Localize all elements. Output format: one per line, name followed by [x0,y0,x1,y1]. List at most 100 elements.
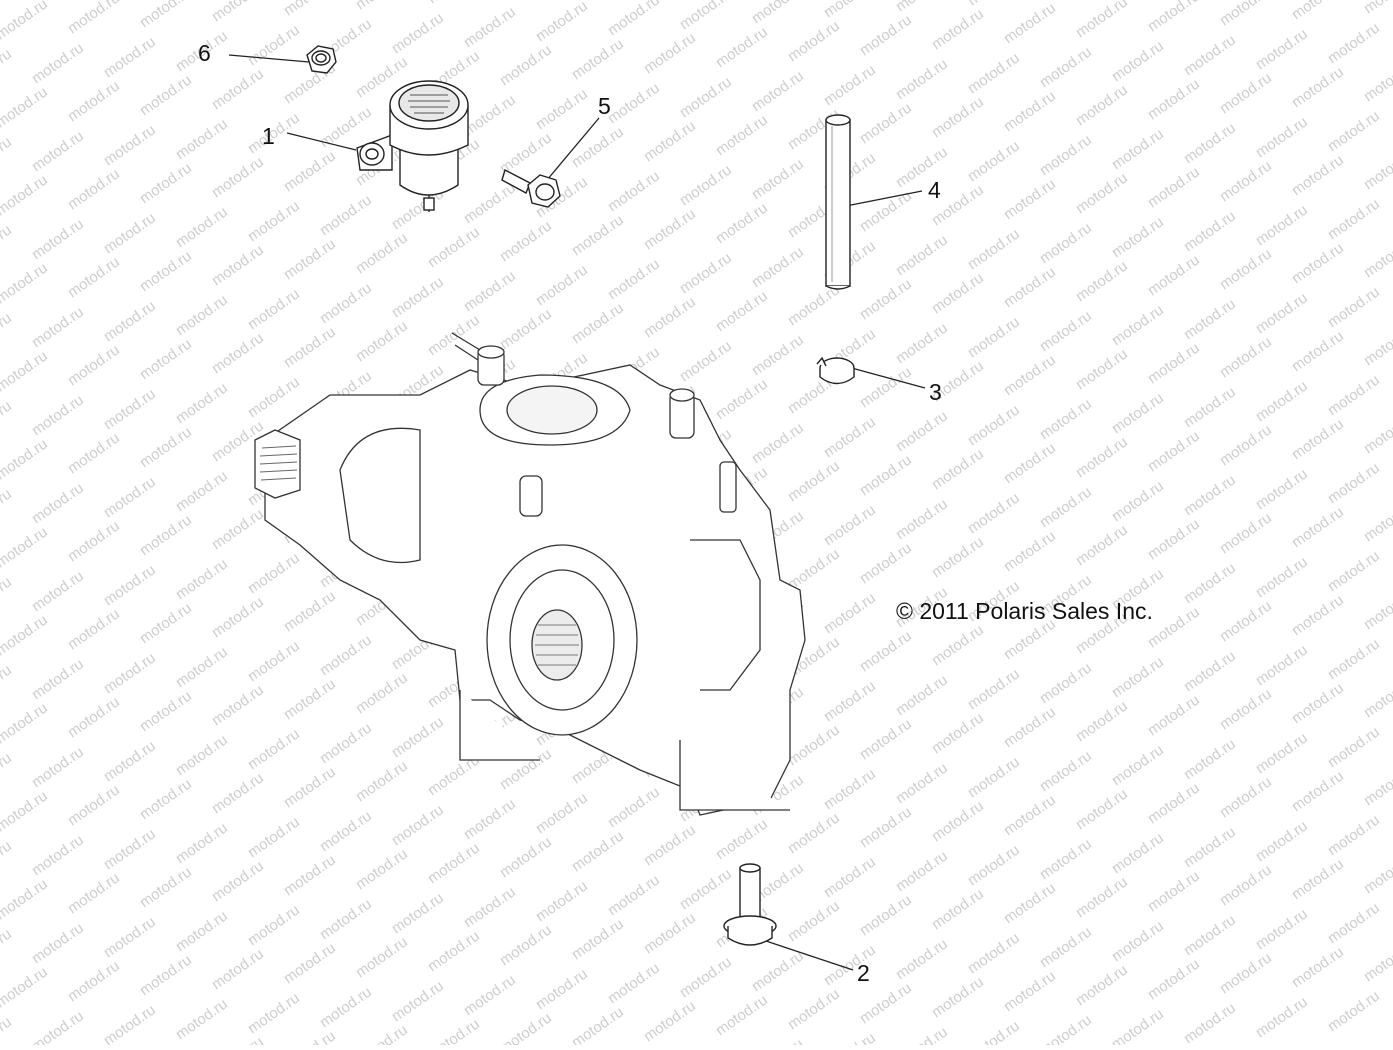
watermark-text: motod.ru [821,0,879,21]
watermark-text: motod.ru [281,587,339,635]
watermark-text: motod.ru [749,331,807,379]
watermark-text: motod.ru [1109,1005,1167,1045]
watermark-text: motod.ru [1217,685,1275,733]
watermark-text: motod.ru [1289,239,1347,287]
watermark-text: motod.ru [857,891,915,939]
watermark-text: motod.ru [1181,735,1239,783]
watermark-text: motod.ru [713,815,771,863]
watermark-text: motod.ru [173,555,231,603]
watermark-text: motod.ru [317,807,375,855]
watermark-text: motod.ru [29,919,87,967]
watermark-text: motod.ru [1361,937,1393,985]
watermark-text: motod.ru [245,989,303,1037]
watermark-text: motod.ru [1181,471,1239,519]
watermark-text: motod.ru [0,0,51,43]
watermark-text: motod.ru [533,877,591,925]
watermark-text: motod.ru [1361,233,1393,281]
watermark-text: motod.ru [209,329,267,377]
watermark-text: motod.ru [1037,923,1095,971]
watermark-text: motod.ru [1325,195,1383,243]
watermark-text: motod.ru [29,831,87,879]
watermark-text: motod.ru [29,567,87,615]
watermark-text: motod.ru [209,1033,267,1045]
watermark-text: motod.ru [245,373,303,421]
watermark-text: motod.ru [1181,559,1239,607]
watermark-text: motod.ru [245,813,303,861]
watermark-text: motod.ru [1145,163,1203,211]
watermark-text: motod.ru [29,1007,87,1045]
watermark-text: motod.ru [1181,823,1239,871]
watermark-text: motod.ru [1109,917,1167,965]
watermark-text: motod.ru [1145,75,1203,123]
watermark-text: motod.ru [461,3,519,51]
watermark-text: motod.ru [245,197,303,245]
watermark-text: motod.ru [785,809,843,857]
watermark-text: motod.ru [0,611,51,659]
watermark-text: motod.ru [1289,151,1347,199]
watermark-text: motod.ru [677,953,735,1001]
watermark-text: motod.ru [1037,659,1095,707]
watermark-text: motod.ru [65,517,123,565]
watermark-text: motod.ru [281,763,339,811]
watermark-text: motod.ru [245,725,303,773]
watermark-text: motod.ru [101,209,159,257]
watermark-text: motod.ru [281,0,339,19]
watermark-text: motod.ru [137,335,195,383]
watermark-text: motod.ru [785,17,843,65]
watermark-text: motod.ru [893,495,951,543]
watermark-text: motod.ru [353,1021,411,1045]
watermark-text: motod.ru [1001,791,1059,839]
watermark-text: motod.ru [497,1009,555,1045]
watermark-text: motod.ru [173,115,231,163]
watermark-text: motod.ru [1001,703,1059,751]
watermark-text: motod.ru [425,311,483,359]
watermark-text: motod.ru [965,665,1023,713]
hose-part [825,114,851,290]
watermark-text: motod.ru [1325,19,1383,67]
watermark-text: motod.ru [605,79,663,127]
watermark-text: motod.ru [209,769,267,817]
watermark-text: motod.ru [245,637,303,685]
watermark-text: motod.ru [1253,729,1311,777]
watermark-text: motod.ru [425,927,483,975]
watermark-text: motod.ru [1217,0,1275,29]
watermark-text: motod.ru [1217,773,1275,821]
watermark-text: motod.ru [821,765,879,813]
watermark-text: motod.ru [605,959,663,1007]
watermark-text: motod.ru [0,1013,15,1045]
watermark-text: motod.ru [1361,849,1393,897]
watermark-text: motod.ru [65,957,123,1005]
watermark-text: motod.ru [569,915,627,963]
watermark-text: motod.ru [65,781,123,829]
leader-lines [228,54,926,971]
watermark-text: motod.ru [569,827,627,875]
watermark-text: motod.ru [1109,301,1167,349]
watermark-text: motod.ru [0,573,15,621]
watermark-text: motod.ru [605,0,663,39]
leader-line-1 [286,132,357,151]
watermark-text: motod.ru [1073,697,1131,745]
watermark-text: motod.ru [929,621,987,669]
watermark-text: motod.ru [497,305,555,353]
watermark-text: motod.ru [1217,157,1275,205]
watermark-text: motod.ru [749,155,807,203]
watermark-text: motod.ru [281,147,339,195]
watermark-text: motod.ru [785,457,843,505]
watermark-text: motod.ru [0,435,51,483]
watermark-text: motod.ru [1001,87,1059,135]
watermark-text: motod.ru [1325,459,1383,507]
watermark-text: motod.ru [1181,295,1239,343]
watermark-text: motod.ru [1217,69,1275,117]
watermark-text: motod.ru [353,317,411,365]
watermark-text: motod.ru [353,933,411,981]
watermark-text: motod.ru [497,217,555,265]
watermark-text: motod.ru [173,291,231,339]
watermark-text: motod.ru [461,91,519,139]
watermark-text: motod.ru [101,561,159,609]
watermark-text: motod.ru [461,179,519,227]
watermark-text: motod.ru [173,907,231,955]
watermark-text: motod.ru [1145,251,1203,299]
watermark-text: motod.ru [677,865,735,913]
watermark-text: motod.ru [29,479,87,527]
watermark-text: motod.ru [677,161,735,209]
